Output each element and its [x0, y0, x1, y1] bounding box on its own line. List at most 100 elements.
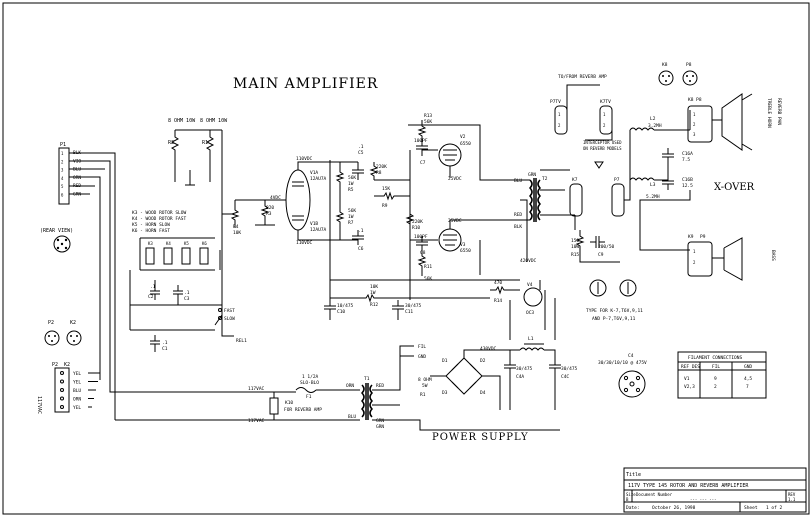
- svg-text:P2: P2: [48, 320, 54, 326]
- svg-text:GRN: GRN: [376, 418, 384, 424]
- svg-text:1: 1: [693, 112, 696, 117]
- svg-text:Size: Size: [626, 492, 636, 497]
- svg-text:R1: R1: [202, 140, 208, 146]
- svg-text:P7: P7: [614, 177, 620, 183]
- svg-text:R15: R15: [571, 252, 579, 258]
- svg-text:C4C: C4C: [561, 374, 569, 380]
- p1-pin-number: 1: [61, 151, 64, 156]
- svg-text:R7: R7: [348, 220, 354, 226]
- svg-text:V3: V3: [460, 242, 466, 248]
- svg-text:C7: C7: [420, 160, 426, 166]
- svg-text:TREBLE HORN: TREBLE HORN: [766, 98, 772, 128]
- svg-text:100PF: 100PF: [414, 138, 428, 144]
- svg-text:TYPE FOR K-7,T6V,9,11: TYPE FOR K-7,T6V,9,11: [586, 308, 643, 314]
- svg-text:C3: C3: [184, 296, 190, 302]
- svg-text:220K: 220K: [412, 219, 423, 225]
- svg-text:1: 1: [693, 249, 696, 254]
- svg-text:25VDC: 25VDC: [448, 218, 462, 224]
- svg-text:Date:: Date:: [626, 505, 640, 511]
- svg-text:K2: K2: [70, 320, 76, 326]
- svg-text:K9: K9: [688, 234, 694, 240]
- svg-text:OC3: OC3: [526, 310, 534, 316]
- svg-text:C16A: C16A: [682, 151, 693, 157]
- svg-text:R10: R10: [412, 225, 420, 231]
- svg-text:K5: K5: [184, 241, 189, 246]
- svg-text:FILAMENT CONNECTIONS: FILAMENT CONNECTIONS: [688, 355, 742, 361]
- p2-pin: [60, 371, 64, 375]
- svg-text:1W: 1W: [348, 181, 354, 187]
- relay-capacitors: .1 C2 .1 C3 .1 C1: [129, 270, 222, 352]
- svg-text:820: 820: [266, 205, 274, 211]
- svg-text:L1: L1: [528, 336, 534, 342]
- svg-text:ORN: ORN: [346, 383, 354, 389]
- svg-text:Title: Title: [626, 472, 641, 478]
- svg-text:V1: V1: [684, 376, 690, 382]
- svg-text:R5: R5: [348, 187, 354, 193]
- svg-text:ON REVERB MODELS: ON REVERB MODELS: [583, 146, 622, 151]
- svg-text:3: 3: [693, 132, 696, 137]
- svg-text:470: 470: [494, 280, 502, 286]
- svg-text:10K: 10K: [233, 230, 241, 236]
- svg-text:56K: 56K: [424, 119, 432, 125]
- svg-text:4VDC: 4VDC: [270, 195, 281, 201]
- svg-text:.1: .1: [150, 284, 156, 290]
- svg-text:220K: 220K: [376, 164, 387, 170]
- svg-text:(REAR VIEW): (REAR VIEW): [40, 228, 73, 234]
- svg-text:5.2MH: 5.2MH: [646, 194, 660, 200]
- svg-text:R1: R1: [420, 392, 426, 398]
- svg-text:--- --- ---: --- --- ---: [690, 497, 717, 502]
- svg-text:8 OHM 10W: 8 OHM 10W: [200, 118, 228, 124]
- svg-text:D3: D3: [442, 390, 448, 396]
- svg-text:1W: 1W: [348, 214, 354, 220]
- svg-text:C4A: C4A: [516, 374, 524, 380]
- p2-wire-label: BLU: [73, 388, 81, 394]
- svg-text:K4: K4: [166, 241, 171, 246]
- svg-text:L2: L2: [650, 116, 656, 122]
- p1-wire-label: ORN: [73, 175, 81, 181]
- p1-wire-label: BLU: [73, 167, 81, 173]
- rear-view-socket: (REAR VIEW): [40, 228, 73, 253]
- svg-text:117VAC: 117VAC: [248, 386, 265, 392]
- tube-v3: V3 6550 25VDC R11 56K 100PF C8: [410, 218, 520, 282]
- svg-text:V2,3: V2,3: [684, 384, 695, 390]
- svg-text:117V TYPE 145 ROTOR AND REVERB: 117V TYPE 145 ROTOR AND REVERB AMPLIFIER: [628, 483, 749, 489]
- svg-text:B: B: [626, 497, 629, 502]
- svg-text:10W: 10W: [571, 244, 579, 250]
- svg-text:430VDC: 430VDC: [480, 346, 497, 352]
- svg-text:Sheet: Sheet: [744, 505, 758, 511]
- tube-v1: 110VDC 110VDC 4VDC V1A 12AU7A V1B 12AU7A: [270, 156, 358, 246]
- main-amplifier-title: MAIN AMPLIFIER: [233, 76, 378, 92]
- decoupling-network: 10/475 C10 10K 1W R12 30/475 C11: [324, 284, 490, 320]
- p1-pin-number: 4: [61, 176, 64, 181]
- svg-text:T2: T2: [542, 176, 548, 182]
- svg-text:10/475: 10/475: [337, 303, 354, 309]
- svg-text:R9: R9: [382, 203, 388, 209]
- reverb-jacks: TO/FROM REVERB AMP P7TV K7TV 12 12 INTER…: [550, 74, 625, 217]
- svg-text:K2: K2: [64, 362, 70, 368]
- svg-text:V1B: V1B: [310, 221, 318, 227]
- power-supply-section: 117VAC 117VAC 1 1/2A SLO-BLO F1 K10 FOR …: [115, 298, 578, 431]
- svg-text:4,5: 4,5: [744, 376, 752, 382]
- svg-text:7: 7: [746, 384, 749, 390]
- svg-text:1 1/2A: 1 1/2A: [302, 374, 319, 380]
- svg-text:BLK: BLK: [514, 224, 522, 230]
- svg-text:117VAC: 117VAC: [248, 418, 265, 424]
- svg-text:12.5: 12.5: [682, 183, 693, 189]
- svg-text:K3 - WOOD ROTOR SLOW: K3 - WOOD ROTOR SLOW: [132, 210, 186, 216]
- svg-text:C1: C1: [162, 346, 168, 352]
- svg-text:R14: R14: [494, 298, 502, 304]
- svg-text:2: 2: [558, 123, 561, 128]
- svg-text:RED: RED: [376, 383, 384, 389]
- svg-text:SLOW: SLOW: [224, 316, 235, 322]
- svg-text:2: 2: [714, 384, 717, 390]
- svg-text:R3: R3: [266, 211, 272, 217]
- svg-text:7.5: 7.5: [682, 157, 690, 163]
- p2-pin: [60, 405, 64, 409]
- p1-pin-number: 6: [61, 193, 64, 198]
- svg-text:K5 - HORN SLOW: K5 - HORN SLOW: [132, 222, 170, 228]
- svg-text:1 of 2: 1 of 2: [766, 505, 783, 511]
- svg-text:BLU: BLU: [514, 178, 522, 184]
- svg-text:P2: P2: [52, 362, 58, 368]
